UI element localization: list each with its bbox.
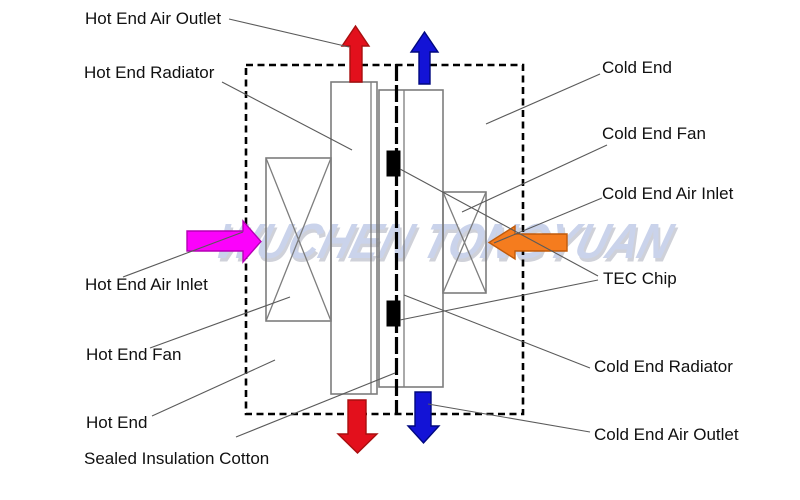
hot-air-down-arrow (336, 399, 379, 454)
leader-tec-chip-lower (399, 279, 599, 321)
insulation-box (244, 63, 525, 416)
label-hot-end-air-inlet: Hot End Air Inlet (85, 275, 208, 294)
tec-chip-lower (386, 300, 401, 327)
label-cold-end-fan: Cold End Fan (602, 124, 706, 143)
label-hot-end-air-outlet: Hot End Air Outlet (85, 9, 222, 28)
label-hot-end-radiator: Hot End Radiator (84, 63, 215, 82)
cold-air-inlet-arrow (487, 224, 568, 261)
hot-end-radiator (330, 81, 378, 395)
label-cold-end-radiator: Cold End Radiator (594, 357, 733, 376)
label-cold-end-air-inlet: Cold End Air Inlet (602, 184, 734, 203)
label-cold-end-air-outlet: Cold End Air Outlet (594, 425, 739, 444)
cold-end-fan (442, 191, 487, 294)
cold-end-radiator (378, 89, 444, 388)
leader-cold-end-air-inlet (493, 197, 603, 244)
label-hot-end: Hot End (86, 413, 148, 432)
hot-end-fan-cross-2 (265, 157, 332, 322)
hot-air-outlet-arrow (340, 24, 371, 83)
leader-tec-chip-upper (399, 168, 599, 277)
leader-hot-end-radiator (221, 81, 353, 151)
leader-cold-end (485, 73, 601, 125)
tec-chip-upper (386, 150, 401, 177)
leader-hot-end-fan (149, 296, 291, 349)
cold-air-outlet-arrow (406, 391, 441, 445)
label-tec-chip: TEC Chip (603, 269, 677, 288)
leader-cold-end-radiator (403, 294, 591, 369)
leader-cold-end-air-outlet (427, 403, 591, 433)
cold-end-fan-cross-2 (442, 191, 487, 294)
leader-hot-end (151, 359, 276, 417)
leader-hot-end-air-inlet (122, 231, 244, 278)
hot-air-inlet-arrow (186, 219, 262, 264)
label-cold-end: Cold End (602, 58, 672, 77)
cold-air-return-up-arrow (409, 30, 440, 85)
hot-end-fan (265, 157, 332, 322)
label-sealed-insulation-cotton: Sealed Insulation Cotton (84, 449, 270, 468)
label-hot-end-fan: Hot End Fan (86, 345, 182, 364)
leader-hot-end-air-outlet (228, 18, 350, 48)
leader-sealed-insulation-cotton (235, 372, 396, 438)
leader-cold-end-fan (461, 144, 608, 213)
